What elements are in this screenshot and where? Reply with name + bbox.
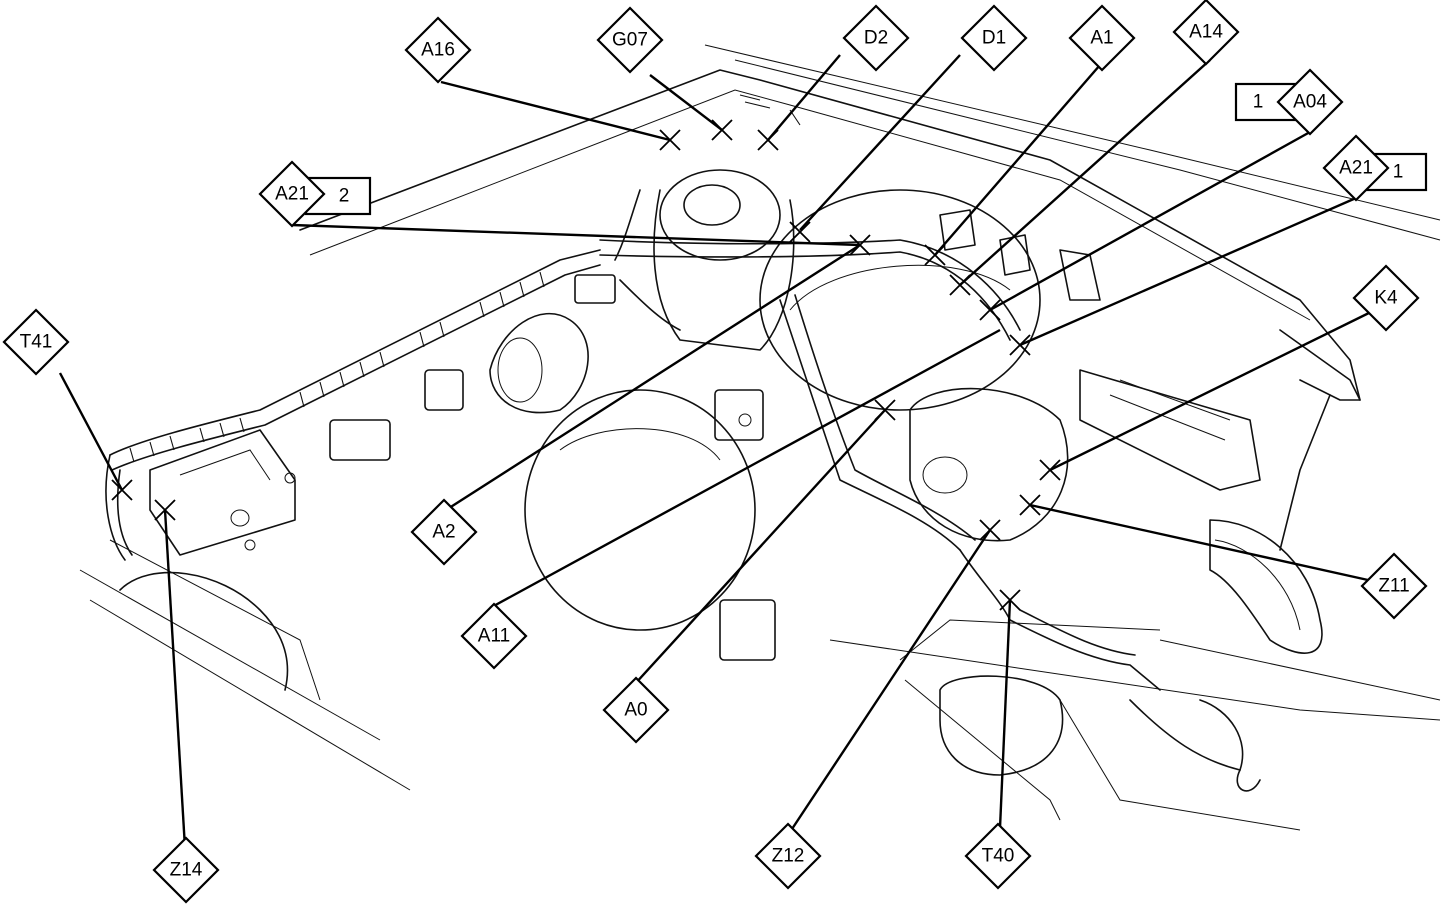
leader-A2 (445, 243, 861, 512)
callout-D2-label: D2 (864, 28, 888, 49)
callout-A21-right-label: A21 (1339, 158, 1373, 179)
callout-Z12-label: Z12 (772, 846, 805, 867)
callout-A11-label: A11 (478, 626, 510, 647)
callout-A0-label: A0 (624, 700, 647, 721)
callouts: A16 G07 D2 D1 A1 A14 1 A04 (2, 0, 1428, 904)
leader-A21-left (291, 223, 861, 247)
leader-lines (58, 54, 1376, 849)
callout-A21-right: 1 A21 (1322, 134, 1428, 202)
callout-D1: D1 (960, 4, 1028, 72)
leader-G07 (649, 74, 723, 131)
callout-A2-label: A2 (432, 522, 455, 543)
leader-Z12 (788, 529, 992, 833)
connection-marks (111, 119, 1061, 611)
callout-A1-label: A1 (1090, 28, 1113, 49)
callout-A11: A11 (460, 602, 528, 670)
callout-D2: D2 (842, 4, 910, 72)
leader-A21-right (1019, 196, 1357, 347)
leader-Z11 (1029, 503, 1369, 582)
callout-K4-label: K4 (1374, 288, 1398, 309)
callout-A0: A0 (602, 676, 670, 744)
callout-A14-label: A14 (1189, 22, 1223, 43)
leader-D1 (799, 54, 961, 231)
leader-Z14 (163, 509, 187, 849)
callout-T41-label: T41 (20, 332, 53, 353)
callout-A16-label: A16 (421, 40, 455, 61)
engine-bay-artwork (79, 44, 1441, 831)
callout-Z14-label: Z14 (170, 860, 203, 881)
callout-A2: A2 (410, 498, 478, 566)
callout-G07-label: G07 (612, 30, 648, 51)
callout-A04-box-label: 1 (1253, 92, 1264, 113)
leader-D2 (767, 54, 841, 141)
leader-A1 (934, 64, 1101, 256)
callout-D1-label: D1 (982, 28, 1006, 49)
callout-T40-label: T40 (982, 846, 1015, 867)
callout-A21-right-box-label: 1 (1393, 162, 1404, 183)
leader-T40 (998, 599, 1012, 829)
leader-T41 (58, 372, 124, 491)
callout-A21-left: 2 A21 (258, 160, 372, 228)
callout-A21-left-box-label: 2 (339, 186, 350, 207)
leader-K4 (1049, 308, 1376, 472)
callout-Z14: Z14 (152, 836, 220, 904)
leader-A16 (440, 80, 671, 142)
callout-A14: A14 (1172, 0, 1240, 66)
leader-A0 (633, 409, 886, 686)
callout-Z12: Z12 (754, 822, 822, 890)
callout-G07: G07 (596, 6, 664, 74)
leader-A14 (959, 59, 1211, 286)
callout-A21-left-label: A21 (275, 184, 309, 205)
callout-Z11-label: Z11 (1378, 576, 1409, 597)
leader-A04 (989, 130, 1311, 312)
callout-T40: T40 (964, 822, 1032, 890)
leader-A11 (489, 328, 1001, 610)
callout-K4: K4 (1352, 264, 1420, 332)
callout-A04-label: A04 (1293, 92, 1327, 113)
callout-A1: A1 (1068, 4, 1136, 72)
callout-T41: T41 (2, 308, 70, 376)
callout-A04: 1 A04 (1234, 68, 1344, 136)
callout-Z11: Z11 (1360, 552, 1428, 620)
callout-A16: A16 (404, 16, 472, 84)
